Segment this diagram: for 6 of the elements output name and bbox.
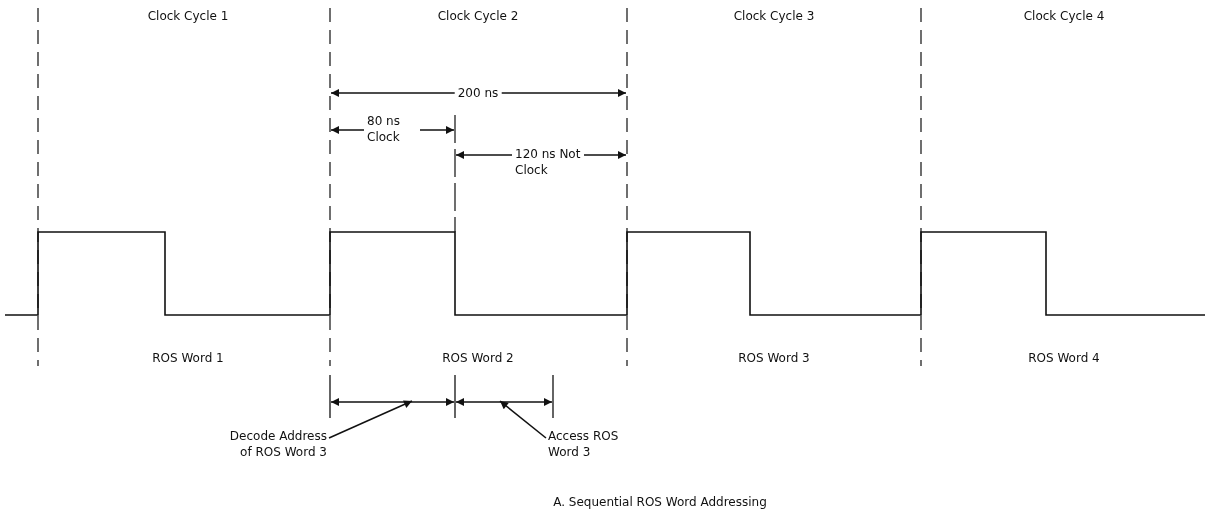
callout-label: Access ROS Word 3 [548, 428, 628, 460]
callout-label: Decode Address of ROS Word 3 [215, 428, 327, 460]
leader-line [499, 400, 547, 439]
dimension-line [455, 398, 553, 406]
leader-line [328, 400, 413, 439]
dimension-line [330, 398, 455, 406]
